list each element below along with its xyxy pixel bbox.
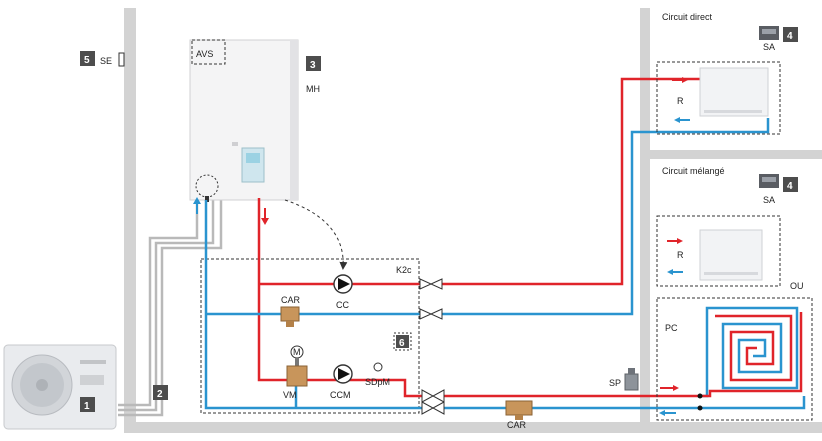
badge-4-bottom: 4 bbox=[783, 177, 798, 192]
ccm-label: CCM bbox=[330, 390, 351, 400]
badge-6: 6 bbox=[393, 332, 412, 351]
pump-cc bbox=[333, 274, 353, 294]
badge-2: 2 bbox=[153, 385, 168, 400]
svg-text:1: 1 bbox=[84, 401, 90, 412]
wall-separator bbox=[640, 150, 822, 159]
sp-sensor bbox=[624, 368, 639, 391]
car-top-device bbox=[280, 306, 300, 327]
r-top-label: R bbox=[677, 96, 684, 106]
mh-label: MH bbox=[306, 84, 320, 94]
circuit-melange-title: Circuit mélangé bbox=[662, 166, 725, 176]
floor-heating-coil bbox=[700, 306, 803, 398]
badge-3: 3 bbox=[306, 56, 321, 71]
sdpm-label: SDpM bbox=[365, 377, 390, 387]
sdpm-sensor bbox=[373, 362, 383, 372]
cables bbox=[118, 185, 223, 417]
car-bottom-label: CAR bbox=[507, 420, 527, 430]
svg-text:4: 4 bbox=[787, 31, 793, 42]
valves bbox=[419, 278, 445, 415]
circuit-direct-title: Circuit direct bbox=[662, 12, 713, 22]
svg-text:3: 3 bbox=[310, 60, 316, 71]
control-link bbox=[284, 199, 348, 270]
avs-box bbox=[191, 39, 226, 65]
svg-text:6: 6 bbox=[399, 338, 405, 349]
building-walls bbox=[124, 8, 822, 433]
se-sensor bbox=[118, 52, 125, 67]
hot-pipes bbox=[257, 77, 700, 398]
k2c-label: K2c bbox=[396, 265, 412, 275]
cold-pipes bbox=[204, 118, 770, 410]
svg-text:2: 2 bbox=[157, 389, 163, 400]
badge-5: 5 bbox=[80, 51, 95, 66]
svg-text:4: 4 bbox=[787, 181, 793, 192]
radiator-top bbox=[699, 67, 769, 117]
vm-label: VM bbox=[283, 390, 297, 400]
thermostat-sa-top bbox=[759, 26, 779, 40]
mixing-valve-vm: M bbox=[286, 345, 308, 387]
outdoor-unit bbox=[3, 344, 117, 430]
avs-label: AVS bbox=[196, 49, 213, 59]
wall-right bbox=[640, 8, 650, 432]
r-bottom-label: R bbox=[677, 250, 684, 260]
pc-label: PC bbox=[665, 323, 678, 333]
wall-floor bbox=[124, 422, 822, 433]
k2c-box bbox=[200, 258, 420, 414]
floor-heating-box bbox=[656, 297, 813, 421]
radiator-bottom bbox=[699, 229, 763, 281]
pump-ccm bbox=[333, 364, 353, 384]
car-top-label: CAR bbox=[281, 295, 301, 305]
sa-bottom-label: SA bbox=[763, 195, 775, 205]
direct-circuit-box bbox=[656, 61, 781, 135]
indoor-unit-mh bbox=[189, 39, 299, 201]
wall-left bbox=[124, 8, 136, 432]
sp-label: SP bbox=[609, 378, 621, 388]
svg-text:5: 5 bbox=[84, 55, 90, 66]
badge-1: 1 bbox=[80, 397, 95, 412]
se-label: SE bbox=[100, 56, 112, 66]
cc-label: CC bbox=[336, 300, 349, 310]
badge-4-top: 4 bbox=[783, 27, 798, 42]
ou-label: OU bbox=[790, 281, 804, 291]
radiator-box bbox=[656, 215, 781, 287]
m-label: M bbox=[293, 347, 301, 357]
thermostat-sa-bottom bbox=[759, 174, 779, 188]
sa-top-label: SA bbox=[763, 42, 775, 52]
car-bottom-device bbox=[505, 400, 533, 420]
